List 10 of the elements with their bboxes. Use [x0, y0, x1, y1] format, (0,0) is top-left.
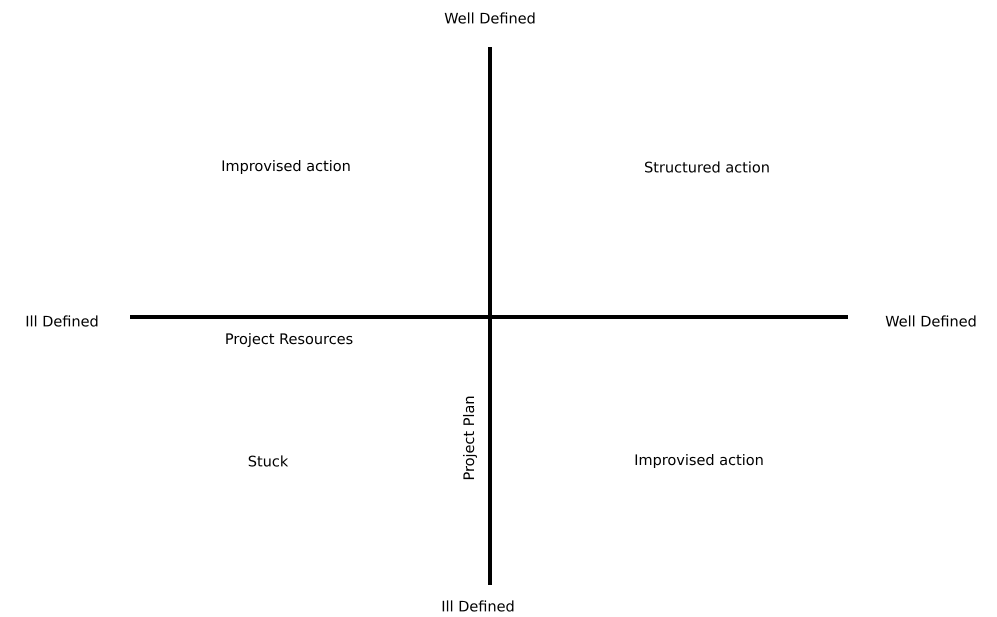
- quadrant-label: Structured action: [645, 161, 769, 173]
- quadrant-label: Stuck: [248, 455, 288, 467]
- axis-title: Project Plan: [462, 396, 478, 480]
- quadrant-label: Improvised action: [222, 160, 350, 174]
- quadrant-label: Improvised action: [636, 454, 763, 468]
- axis-title: Project Resources: [226, 332, 352, 347]
- axis-end-label: Well Defined: [886, 315, 976, 327]
- axis-end-label: Ill Defined: [442, 600, 514, 612]
- axis-end-label: Ill Defined: [26, 315, 98, 327]
- axis-end-label: Well Defined: [444, 12, 534, 24]
